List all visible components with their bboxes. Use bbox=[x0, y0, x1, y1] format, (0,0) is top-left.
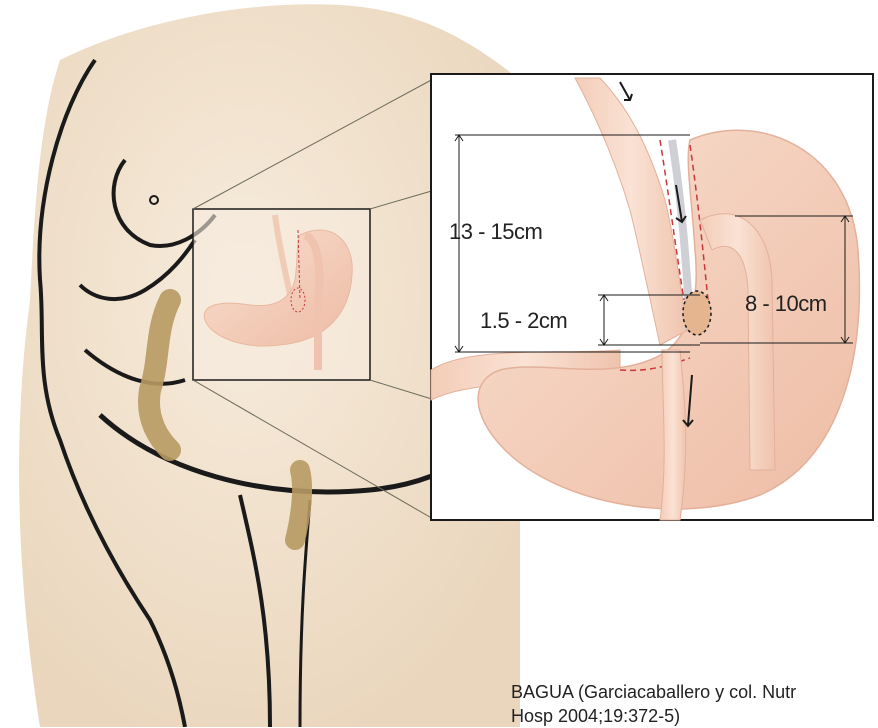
measurement-label-gastric-tube: 13 - 15cm bbox=[449, 219, 542, 245]
measurement-label-pylorus: 1.5 - 2cm bbox=[480, 308, 567, 334]
efferent-limb bbox=[660, 350, 686, 520]
measurement-label-loop: 8 - 10cm bbox=[745, 291, 827, 317]
anastomosis bbox=[683, 291, 711, 335]
descending-colon bbox=[295, 470, 302, 540]
citation: BAGUA (Garciacaballero y col. Nutr Hosp … bbox=[511, 680, 811, 728]
inset-stomach bbox=[193, 209, 370, 380]
